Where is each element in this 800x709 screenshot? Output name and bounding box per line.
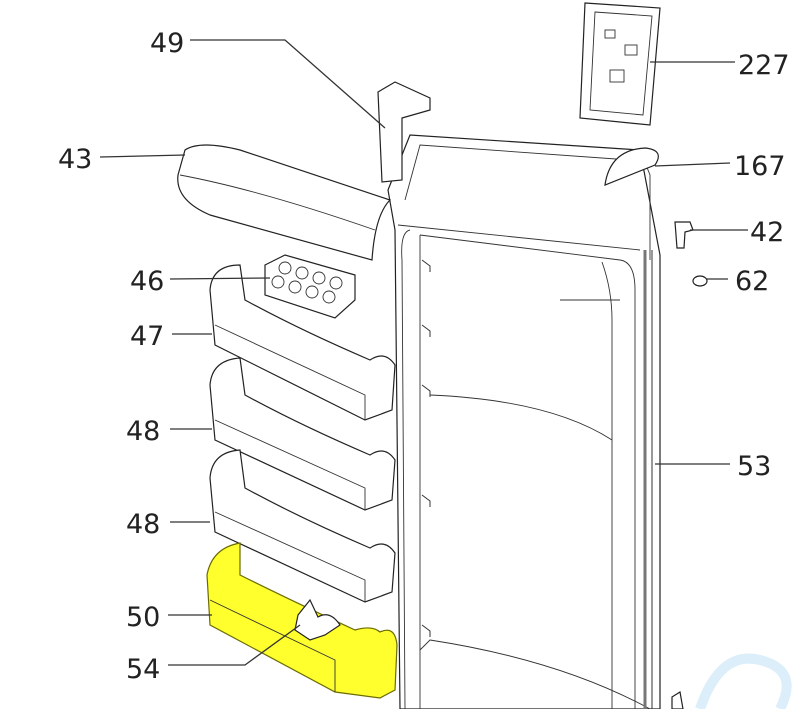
watermark <box>695 653 792 709</box>
door-shelf-48b <box>209 449 396 603</box>
callout-48-middle: 48 <box>126 416 160 447</box>
hinge-bottom-part <box>671 691 684 709</box>
callout-167: 167 <box>734 151 786 182</box>
door-shelf-48a <box>209 357 396 511</box>
dairy-flap-part <box>177 144 392 261</box>
callout-54: 54 <box>126 654 160 685</box>
door-panel <box>387 134 661 709</box>
callout-46: 46 <box>130 266 164 297</box>
hinge-pin-part <box>692 275 708 287</box>
bottle-retainer-part <box>294 598 341 641</box>
bottle-shelf-50-highlighted <box>206 542 398 699</box>
hinge-bracket-part <box>674 221 694 249</box>
callout-227: 227 <box>738 50 790 81</box>
callout-49: 49 <box>150 28 184 59</box>
callout-62: 62 <box>735 266 769 297</box>
callout-53: 53 <box>737 451 771 482</box>
handle-cap-part <box>604 147 659 186</box>
leader-lines <box>99 39 748 666</box>
door-shelf-47 <box>209 264 396 421</box>
callout-48-lower: 48 <box>126 509 160 540</box>
callout-47: 47 <box>130 321 164 352</box>
hinge-cover-part <box>377 81 431 183</box>
control-panel-part <box>579 2 661 126</box>
egg-tray-part <box>264 254 356 319</box>
callout-43: 43 <box>58 144 92 175</box>
callout-42: 42 <box>750 217 784 248</box>
callout-50: 50 <box>126 602 160 633</box>
